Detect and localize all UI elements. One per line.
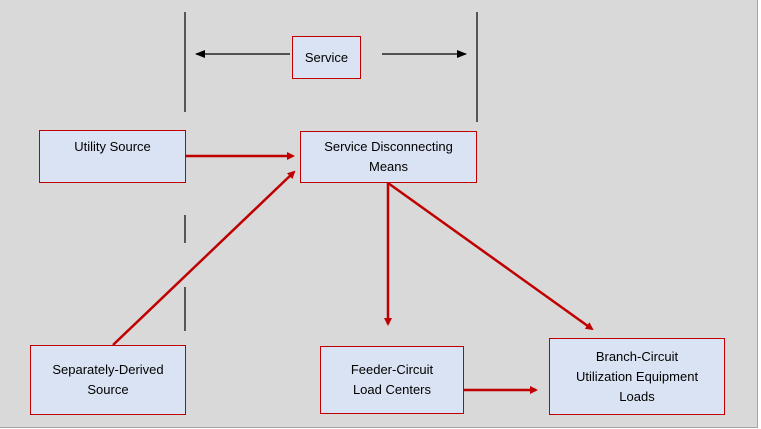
- branch-circuit-box: Branch-Circuit Utilization Equipment Loa…: [549, 338, 725, 415]
- branch-circuit-label: Branch-Circuit Utilization Equipment Loa…: [575, 348, 699, 404]
- service-box: Service: [292, 36, 361, 79]
- service-disconnect-label: Service Disconnecting Means: [324, 139, 453, 174]
- service-label: Service: [304, 49, 349, 65]
- feeder-circuit-label: Feeder-Circuit Load Centers: [350, 362, 434, 397]
- service-disconnect-box: Service Disconnecting Means: [300, 131, 477, 183]
- feeder-circuit-box: Feeder-Circuit Load Centers: [320, 346, 464, 414]
- utility-source-box: Utility Source: [39, 130, 186, 183]
- arrow-derived-to-disconnect: [112, 170, 296, 346]
- arrow-disconnect-to-branch: [387, 181, 594, 331]
- utility-source-label: Utility Source: [74, 139, 151, 154]
- separately-derived-box: Separately-Derived Source: [30, 345, 186, 415]
- separately-derived-label: Separately-Derived Source: [52, 362, 164, 397]
